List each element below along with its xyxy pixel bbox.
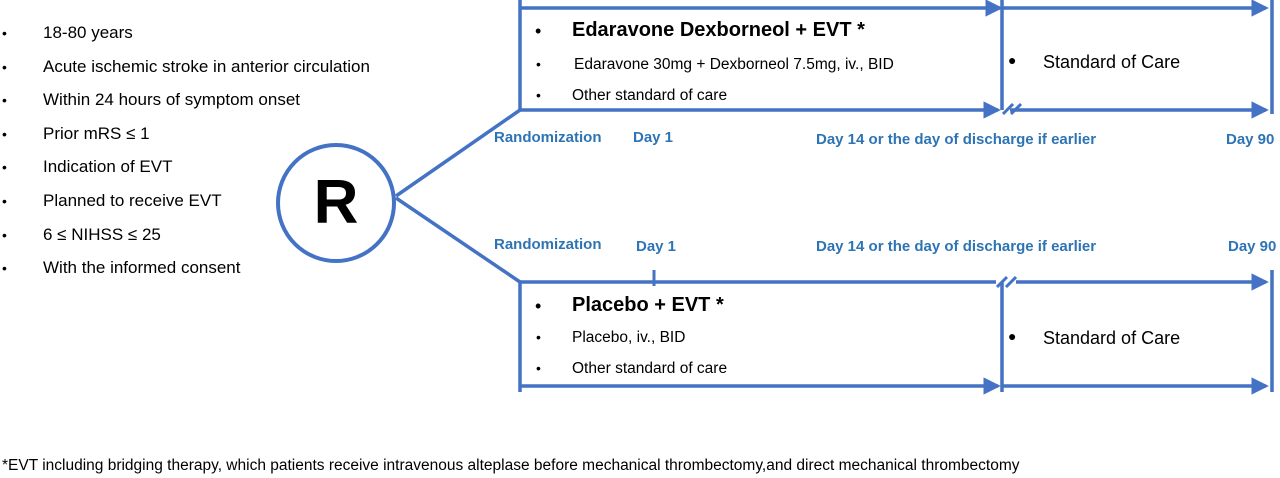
upper-day14-label: Day 14 or the day of discharge if earlie… [816, 131, 1097, 148]
treatment-item: Other standard of care [572, 87, 728, 104]
criteria-text: With the informed consent [43, 258, 241, 278]
criteria-bullet: • [2, 25, 7, 41]
criteria-text: Within 24 hours of symptom onset [43, 90, 301, 110]
criteria-text: 6 ≤ NIHSS ≤ 25 [43, 224, 161, 244]
criteria-bullet: • [2, 92, 7, 109]
criteria-text: 18-80 years [43, 23, 133, 42]
criteria-bullet: • [2, 226, 7, 243]
treatment-title-bullet: • [535, 21, 542, 41]
control-item: Other standard of care [572, 360, 728, 377]
control-item-bullet: • [536, 329, 541, 345]
lower-break-mark-1 [995, 275, 1009, 289]
treatment-arm-title: Edaravone Dexborneol + EVT * [572, 19, 865, 41]
treatment-followup-label: Standard of Care [1043, 52, 1181, 72]
upper-day90-label: Day 90 [1226, 131, 1275, 148]
branch-line-lower [395, 196, 521, 284]
criteria-text: Indication of EVT [43, 157, 173, 177]
lower-randomization-label: Randomization [494, 236, 602, 253]
randomization-circle [276, 143, 396, 263]
criteria-bullet: • [2, 192, 7, 209]
criteria-text: Planned to receive EVT [43, 190, 222, 210]
footnote: *EVT including bridging therapy, which p… [2, 457, 1020, 474]
lower-day1-label: Day 1 [636, 238, 677, 255]
control-title-bullet: • [535, 296, 542, 316]
branch-line-upper [395, 108, 521, 198]
lower-day14-label: Day 14 or the day of discharge if earlie… [816, 238, 1097, 255]
treatment-item-bullet: • [536, 56, 541, 72]
upper-day1-label: Day 1 [633, 129, 674, 146]
treatment-item: Edaravone 30mg + Dexborneol 7.5mg, iv., … [574, 56, 894, 73]
upper-break-mark-2 [1009, 102, 1023, 116]
criteria-text: Acute ischemic stroke in anterior circul… [43, 56, 370, 76]
upper-randomization-label: Randomization [494, 129, 602, 146]
upper-break-mark-1 [1001, 102, 1015, 116]
treatment-followup-bullet: ● [1008, 52, 1017, 68]
criteria-bullet: • [2, 260, 7, 277]
criteria-bullet: • [2, 58, 7, 75]
lower-break-mark-2 [1004, 275, 1018, 289]
criteria-text: Prior mRS ≤ 1 [43, 123, 150, 143]
criteria-bullet: • [2, 125, 7, 142]
randomization-letter: R [313, 168, 359, 237]
control-followup-bullet: ● [1008, 328, 1017, 344]
control-item: Placebo, iv., BID [572, 329, 686, 346]
treatment-item-bullet: • [536, 87, 541, 103]
lower-day90-label: Day 90 [1228, 238, 1277, 255]
criteria-bullet: • [2, 159, 7, 176]
control-item-bullet: • [536, 360, 541, 376]
control-followup-label: Standard of Care [1043, 328, 1181, 348]
control-arm-title: Placebo + EVT * [572, 294, 724, 316]
